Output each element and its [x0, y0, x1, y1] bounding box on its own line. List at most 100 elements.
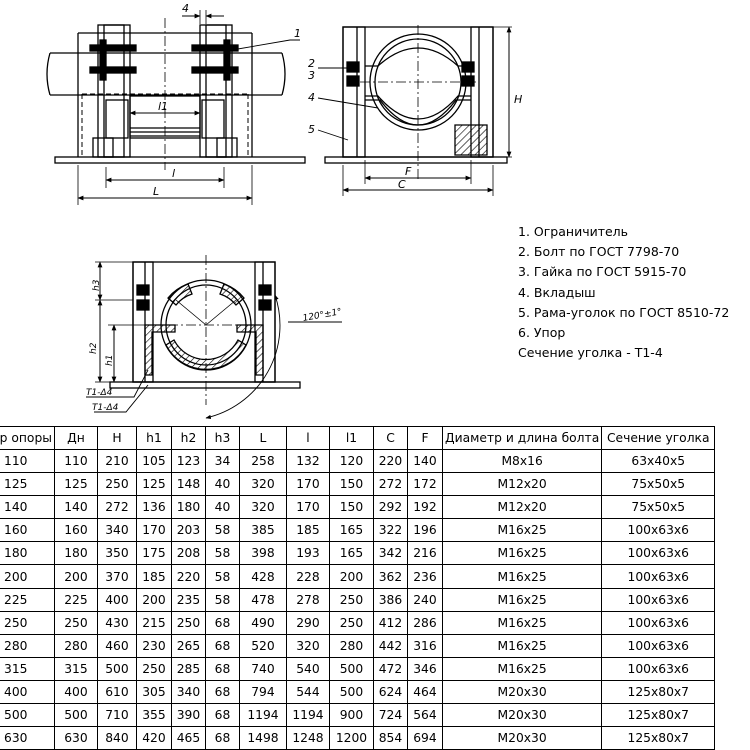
table-cell: 208 — [170, 541, 206, 566]
table-cell: 280 — [328, 633, 374, 658]
table-cell: 236 — [406, 564, 443, 589]
table-cell: M12x20 — [441, 472, 603, 497]
column-header: Диаметр и длина болта — [441, 426, 603, 450]
table-cell: 624 — [372, 679, 408, 705]
table-cell: M20x30 — [441, 679, 603, 705]
table-cell: M8x16 — [441, 448, 603, 474]
table-cell: 400 — [96, 587, 137, 612]
table-cell: 386 — [372, 587, 408, 612]
table-cell: 710 — [96, 703, 137, 728]
dim-h1: h1 — [105, 355, 115, 366]
table-cell: 172 — [406, 472, 443, 497]
table-cell: 250 — [96, 472, 137, 497]
table-cell: 305 — [135, 679, 172, 705]
table-cell: 564 — [406, 703, 443, 728]
table-cell: 200 — [328, 564, 374, 589]
table-cell: 110 — [53, 448, 98, 474]
legend-item: Сечение уголка - Т1-4 — [518, 345, 663, 361]
column-header: C — [372, 426, 408, 450]
table-cell: 258 — [238, 448, 287, 474]
table-cell: 840 — [96, 726, 137, 750]
table-cell: 125 — [0, 472, 55, 497]
table-cell: 465 — [170, 726, 206, 750]
table-cell: 210 — [96, 448, 137, 474]
column-header: L — [238, 426, 287, 450]
dim-L: L — [153, 185, 159, 198]
bolt-icon — [136, 284, 272, 311]
table-cell: 150 — [328, 472, 374, 497]
table-cell: 180 — [0, 541, 55, 566]
table-cell: 250 — [53, 610, 98, 635]
table-cell: 200 — [135, 587, 172, 612]
table-cell: 854 — [372, 726, 408, 750]
table-cell: 286 — [406, 610, 443, 635]
table-cell: 250 — [0, 610, 55, 635]
column-header: h1 — [135, 426, 172, 450]
table-cell: 100x63x6 — [601, 610, 716, 635]
table-cell: 203 — [170, 518, 206, 543]
table-cell: 120 — [328, 448, 374, 474]
table-cell: 58 — [204, 587, 240, 612]
table-cell: 215 — [135, 610, 172, 635]
table-cell: 272 — [96, 495, 137, 520]
table-cell: 200 — [53, 564, 98, 589]
table-cell: 40 — [204, 472, 240, 497]
table-cell: 228 — [285, 564, 330, 589]
table-cell: 316 — [406, 633, 443, 658]
table-cell: 1248 — [285, 726, 330, 750]
table-cell: 340 — [96, 518, 137, 543]
table-cell: 610 — [96, 679, 137, 705]
table-cell: 346 — [406, 656, 443, 681]
table-cell: 170 — [285, 495, 330, 520]
column-header: l1 — [328, 426, 374, 450]
table-cell: 390 — [170, 703, 206, 728]
table-cell: 165 — [328, 541, 374, 566]
column-header: Шифр опоры — [0, 426, 55, 450]
table-cell: 136 — [135, 495, 172, 520]
table-cell: 132 — [285, 448, 330, 474]
bolt-icon — [346, 61, 475, 87]
table-cell: M12x20 — [441, 495, 603, 520]
table-cell: 225 — [53, 587, 98, 612]
table-cell: 140 — [0, 495, 55, 520]
column-header: h2 — [170, 426, 206, 450]
table-cell: 196 — [406, 518, 443, 543]
front-view — [46, 10, 306, 205]
table-cell: 540 — [285, 656, 330, 681]
technical-drawing: 4 1 l1 l L — [46, 2, 522, 420]
table-cell: 472 — [372, 656, 408, 681]
table-cell: 100x63x6 — [601, 564, 716, 589]
table-cell: 170 — [285, 472, 330, 497]
table-cell: 385 — [238, 518, 287, 543]
table-cell: 100x63x6 — [601, 541, 716, 566]
legend-item: 5. Рама-уголок по ГОСТ 8510-72 — [518, 304, 730, 320]
table-cell: 105 — [135, 448, 172, 474]
weld-mark-2: T1-Δ4 — [92, 403, 119, 413]
section-view — [86, 255, 342, 420]
callout-4b: 4 — [308, 91, 315, 104]
table-cell: 160 — [0, 518, 55, 543]
table-cell: 520 — [238, 633, 287, 658]
callout-1: 1 — [294, 27, 301, 40]
table-cell: 68 — [204, 610, 240, 635]
table-cell: 63x40x5 — [601, 448, 716, 474]
table-cell: 460 — [96, 633, 137, 658]
table-cell: 68 — [204, 726, 240, 750]
table-cell: 320 — [285, 633, 330, 658]
table-cell: 180 — [53, 541, 98, 566]
legend-item: 1. Ограничитель — [518, 224, 629, 239]
table-cell: M16x25 — [441, 541, 603, 566]
table-cell: 250 — [135, 656, 172, 681]
dim-l: l — [172, 167, 175, 180]
angle-120: 120°±1° — [302, 307, 343, 324]
table-cell: 464 — [406, 679, 443, 705]
